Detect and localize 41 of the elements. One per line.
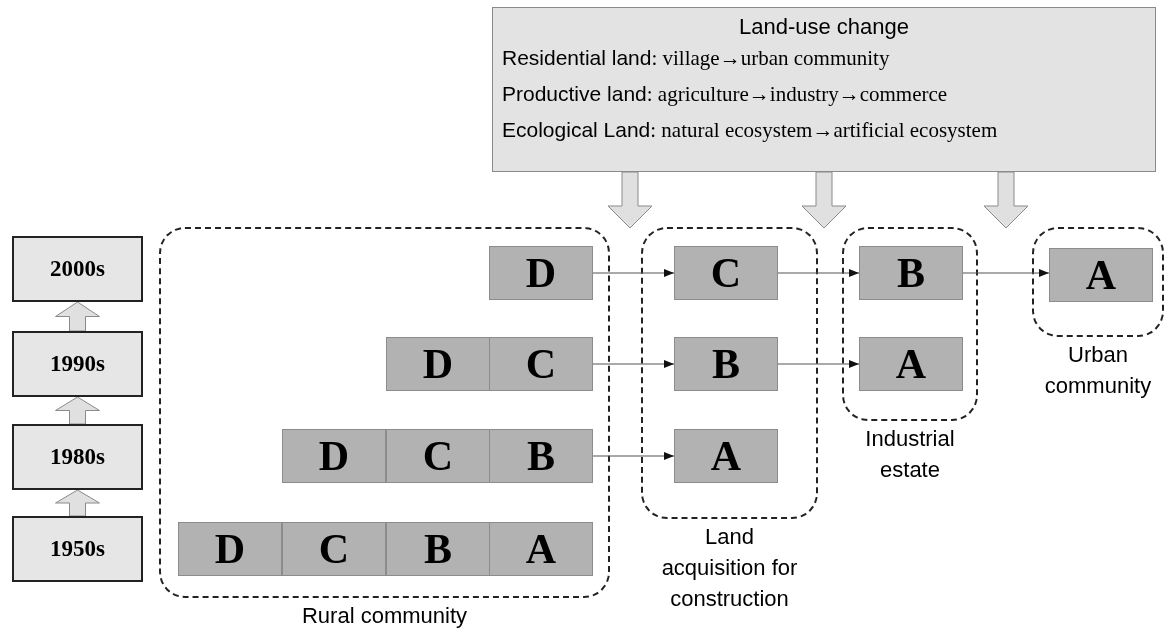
land-parcel-box: C: [674, 246, 778, 300]
land-parcel-box: A: [859, 337, 963, 391]
block-arrow: [607, 171, 653, 229]
decade-box: 2000s: [12, 236, 143, 302]
land-parcel-box: A: [674, 429, 778, 483]
decade-box: 1950s: [12, 516, 143, 582]
land-parcel-box: D: [282, 429, 386, 483]
decade-box: 1980s: [12, 424, 143, 490]
arrow: [777, 360, 860, 368]
arrow: [962, 269, 1050, 277]
land-parcel-box: B: [674, 337, 778, 391]
decade-box: 1990s: [12, 331, 143, 397]
group-label: Industrial estate: [864, 425, 956, 484]
arrow: [592, 360, 675, 368]
land-parcel-box: B: [386, 522, 490, 576]
land-parcel-box: B: [489, 429, 593, 483]
panel-text-line: Residential land: village→urban community: [502, 46, 890, 71]
block-arrow: [55, 489, 100, 517]
block-arrow: [55, 301, 100, 332]
block-arrow: [55, 396, 100, 425]
land-parcel-box: D: [386, 337, 490, 391]
arrow: [777, 269, 860, 277]
block-arrow: [801, 171, 847, 229]
land-parcel-box: C: [489, 337, 593, 391]
info-panel: [492, 7, 1156, 172]
land-parcel-box: D: [178, 522, 282, 576]
panel-text-line: Productive land: agriculture→industry→commerce: [502, 82, 948, 107]
panel-text-line: Ecological Land: natural ecosystem→artificial ecosystem: [502, 118, 998, 143]
group-label: Urban community: [1043, 341, 1153, 400]
land-parcel-box: B: [859, 246, 963, 300]
land-parcel-box: A: [489, 522, 593, 576]
arrow: [592, 452, 675, 460]
land-parcel-box: C: [386, 429, 490, 483]
land-parcel-box: C: [282, 522, 386, 576]
arrow: [592, 269, 675, 277]
block-arrow: [983, 171, 1029, 229]
land-parcel-box: A: [1049, 248, 1153, 302]
panel-heading: Land-use change: [738, 14, 910, 40]
land-parcel-box: D: [489, 246, 593, 300]
group-label: Land acquisition for construction: [660, 523, 799, 613]
group-label: Rural community: [300, 602, 468, 630]
